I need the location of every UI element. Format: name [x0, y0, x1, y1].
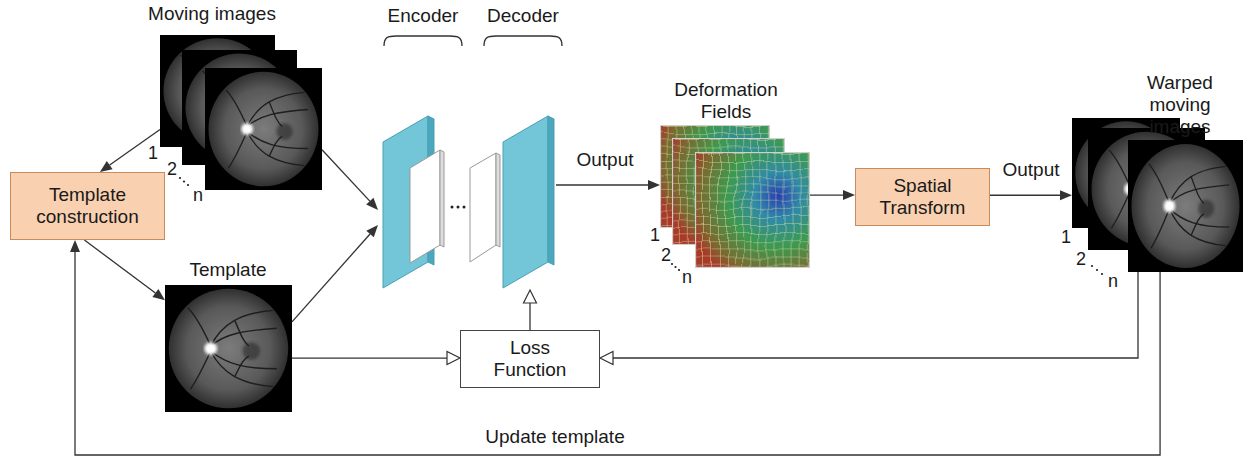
connector-line	[292, 234, 370, 322]
heading-label: Encoder	[378, 5, 468, 27]
connector-arrow	[100, 130, 160, 172]
connector-arrow	[556, 180, 660, 190]
connector-arrow	[292, 225, 378, 322]
box-label: Spatial Transform	[870, 175, 975, 219]
index-number: 1	[1061, 228, 1071, 246]
arrowhead	[843, 190, 855, 200]
connector-arrow	[810, 190, 855, 200]
image-stack: Deformation Fields	[660, 125, 810, 268]
connector-arrow	[600, 272, 1138, 365]
warped-image-stack	[1072, 118, 1243, 275]
edge-label: Update template	[483, 426, 626, 448]
connector-arrow	[524, 290, 537, 330]
arrowhead	[152, 289, 165, 300]
process-box: Spatial Transform	[855, 168, 990, 226]
box-label: Loss Function	[480, 337, 580, 381]
index-number: 2	[167, 160, 177, 178]
connector-line	[529, 303, 530, 330]
connector-line	[990, 195, 1060, 196]
arrowhead	[366, 225, 378, 237]
index-number: 1	[650, 226, 660, 244]
arrowhead	[70, 240, 80, 252]
process-box: Template construction	[10, 172, 165, 240]
encoder-decoder-network	[383, 36, 562, 288]
connector-arrow	[292, 352, 460, 365]
network-block: EncoderDecoder	[378, 112, 556, 290]
connector-line	[556, 184, 648, 185]
index-number: n	[682, 268, 692, 286]
arrowhead	[600, 352, 613, 365]
connector-line	[75, 252, 1160, 455]
connector-line	[84, 240, 155, 293]
deformation-field-stack	[655, 120, 816, 274]
heading-label: Deformation Fields	[656, 79, 796, 123]
box-label: Template construction	[23, 184, 153, 228]
arrowhead	[100, 161, 113, 172]
heading-label: Warped moving images	[1120, 72, 1240, 138]
index-number: 2	[1076, 250, 1086, 268]
arrowhead	[366, 198, 378, 210]
edge-label: Output	[1000, 159, 1061, 181]
image-stack: Moving images	[160, 35, 322, 190]
connector-line	[322, 150, 370, 201]
connector-line	[292, 357, 447, 358]
arrowhead	[447, 352, 460, 365]
arrowhead	[524, 290, 537, 303]
heading-label: Decoder	[478, 5, 568, 27]
connector-arrow	[70, 240, 1160, 455]
template-image	[165, 285, 292, 412]
arrowhead	[648, 180, 660, 190]
index-number: n	[1108, 272, 1118, 290]
edge-label: Output	[574, 149, 635, 171]
moving-image-stack	[160, 35, 322, 190]
index-number: n	[193, 186, 203, 204]
template-image: Template	[165, 285, 292, 412]
arrowhead	[1060, 190, 1072, 200]
connector-line	[110, 130, 160, 166]
connector-arrow	[990, 190, 1072, 200]
heading-label: Moving images	[127, 3, 297, 25]
connector-line	[810, 194, 843, 195]
index-number: 2	[661, 246, 671, 264]
connector-arrow	[84, 240, 165, 300]
heading-label: Template	[168, 259, 288, 281]
connector-arrow	[322, 150, 378, 210]
image-stack: Warped moving images	[1072, 118, 1243, 272]
index-number: 1	[148, 144, 158, 162]
loss-box: Loss Function	[460, 330, 600, 388]
